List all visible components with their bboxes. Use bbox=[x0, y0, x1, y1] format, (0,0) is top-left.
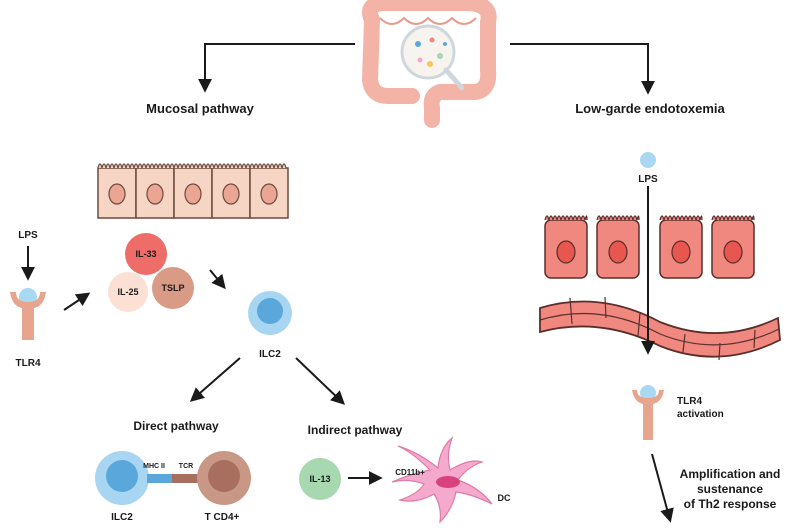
blood-vessel bbox=[539, 296, 781, 361]
ilc2-label: ILC2 bbox=[259, 349, 281, 360]
magnifier-lens-icon bbox=[400, 24, 456, 80]
dc-label: DC bbox=[498, 493, 511, 503]
amplification-line2: sustenance bbox=[697, 482, 763, 496]
tlr4-receptor-left bbox=[10, 288, 46, 340]
epithelial-cell bbox=[249, 167, 289, 219]
top-left-branch-arrow bbox=[198, 43, 355, 93]
epithelial-cell bbox=[97, 167, 137, 219]
cytokine-cluster bbox=[108, 233, 194, 312]
tcd4-label: T CD4+ bbox=[205, 512, 240, 523]
mucosal-pathway-title: Mucosal pathway bbox=[146, 101, 254, 116]
mhc-ii-label: MHC II bbox=[143, 463, 165, 470]
ilc2-to-direct-arrow bbox=[189, 357, 241, 402]
lps-dot-right bbox=[640, 152, 656, 168]
red-epithelial-cells bbox=[544, 215, 755, 279]
il13-label: IL-13 bbox=[309, 474, 330, 484]
tcd4-cell bbox=[197, 451, 251, 505]
epithelial-cell bbox=[211, 167, 251, 219]
tlr4-receptor-right bbox=[632, 385, 664, 440]
il13-circle bbox=[299, 458, 341, 500]
tlr4-to-cytokines-arrow bbox=[63, 292, 91, 311]
tcr-label: TCR bbox=[179, 463, 193, 470]
mhc-ii-bar bbox=[147, 474, 175, 483]
dendritic-cell-icon bbox=[391, 436, 493, 524]
intestine-icon bbox=[361, 0, 497, 128]
tcr-bar bbox=[172, 474, 202, 483]
endotoxemia-title: Low-garde endotoxemia bbox=[575, 101, 725, 116]
il25-circle bbox=[108, 272, 148, 312]
red-epithelial-cell bbox=[659, 219, 703, 279]
epithelial-cell bbox=[173, 167, 213, 219]
red-epithelial-cell bbox=[544, 219, 588, 279]
tlr4-label-left: TLR4 bbox=[16, 358, 41, 369]
tlr4-activation-line2: activation bbox=[677, 409, 724, 420]
lps-label-left: LPS bbox=[18, 230, 38, 241]
indirect-pathway-title: Indirect pathway bbox=[308, 423, 403, 437]
red-epithelial-cell bbox=[711, 219, 755, 279]
amplification-line1: Amplification and bbox=[680, 467, 781, 481]
il25-label: IL-25 bbox=[117, 287, 138, 297]
red-epithelial-cell bbox=[596, 219, 640, 279]
tslp-circle bbox=[152, 267, 194, 309]
ilc2-to-indirect-arrow bbox=[295, 357, 346, 405]
direct-pathway-title: Direct pathway bbox=[133, 419, 219, 433]
epithelial-cells bbox=[97, 163, 289, 219]
epithelial-cell bbox=[135, 167, 175, 219]
tslp-label: TSLP bbox=[161, 283, 184, 293]
il33-circle bbox=[125, 233, 167, 275]
lps-label-right: LPS bbox=[638, 174, 658, 185]
tlr4-to-amplification-arrow bbox=[651, 453, 674, 523]
microvilli bbox=[97, 163, 287, 169]
cd11b-label: CD11b+ bbox=[395, 468, 425, 477]
direct-ilc2-label: ILC2 bbox=[111, 512, 133, 523]
il33-label: IL-33 bbox=[135, 249, 156, 259]
ilc2-cell bbox=[248, 291, 292, 335]
tlr4-activation-line1: TLR4 bbox=[677, 396, 702, 407]
top-right-branch-arrow bbox=[510, 43, 655, 95]
cytokines-to-ilc2-arrow bbox=[209, 269, 226, 290]
direct-ilc2-cell bbox=[95, 451, 149, 505]
amplification-line3: of Th2 response bbox=[684, 497, 777, 511]
